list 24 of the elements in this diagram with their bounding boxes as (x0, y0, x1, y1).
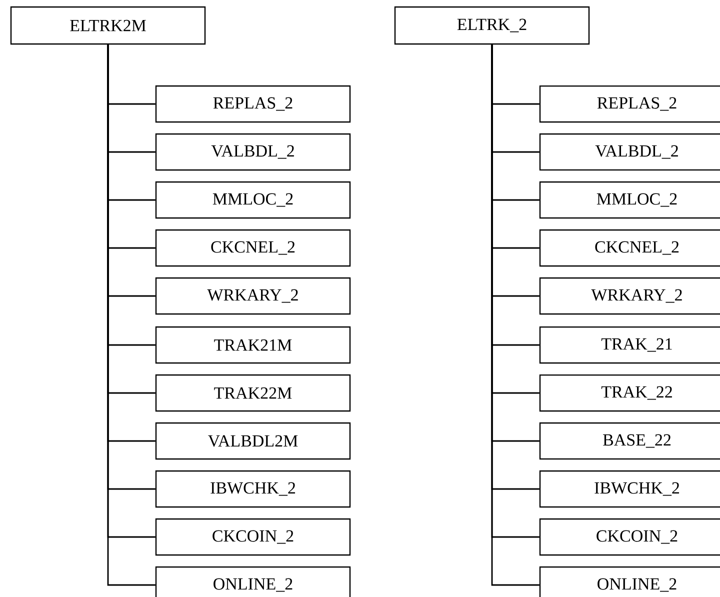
module-box: IBWCHK_2 (155, 470, 351, 508)
module-box: MMLOC_2 (155, 181, 351, 219)
module-box: VALBDL_2 (155, 133, 351, 171)
module-box: TRAK22M (155, 374, 351, 412)
module-box: REPLAS_2 (155, 85, 351, 123)
root-box: ELTRK_2 (394, 6, 590, 45)
module-box: TRAK_21 (539, 326, 720, 364)
root-box: ELTRK2M (10, 6, 206, 45)
module-box: VALBDL2M (155, 422, 351, 460)
module-box: WRKARY_2 (155, 277, 351, 315)
module-box: ONLINE_2 (539, 566, 720, 597)
module-box: REPLAS_2 (539, 85, 720, 123)
module-box: TRAK_22 (539, 374, 720, 412)
module-box: ONLINE_2 (155, 566, 351, 597)
module-box: BASE_22 (539, 422, 720, 460)
module-box: CKCNEL_2 (539, 229, 720, 267)
module-box: MMLOC_2 (539, 181, 720, 219)
module-box: TRAK21M (155, 326, 351, 364)
module-box: CKCNEL_2 (155, 229, 351, 267)
module-box: CKCOIN_2 (539, 518, 720, 556)
module-box: VALBDL_2 (539, 133, 720, 171)
module-box: WRKARY_2 (539, 277, 720, 315)
module-box: IBWCHK_2 (539, 470, 720, 508)
module-box: CKCOIN_2 (155, 518, 351, 556)
